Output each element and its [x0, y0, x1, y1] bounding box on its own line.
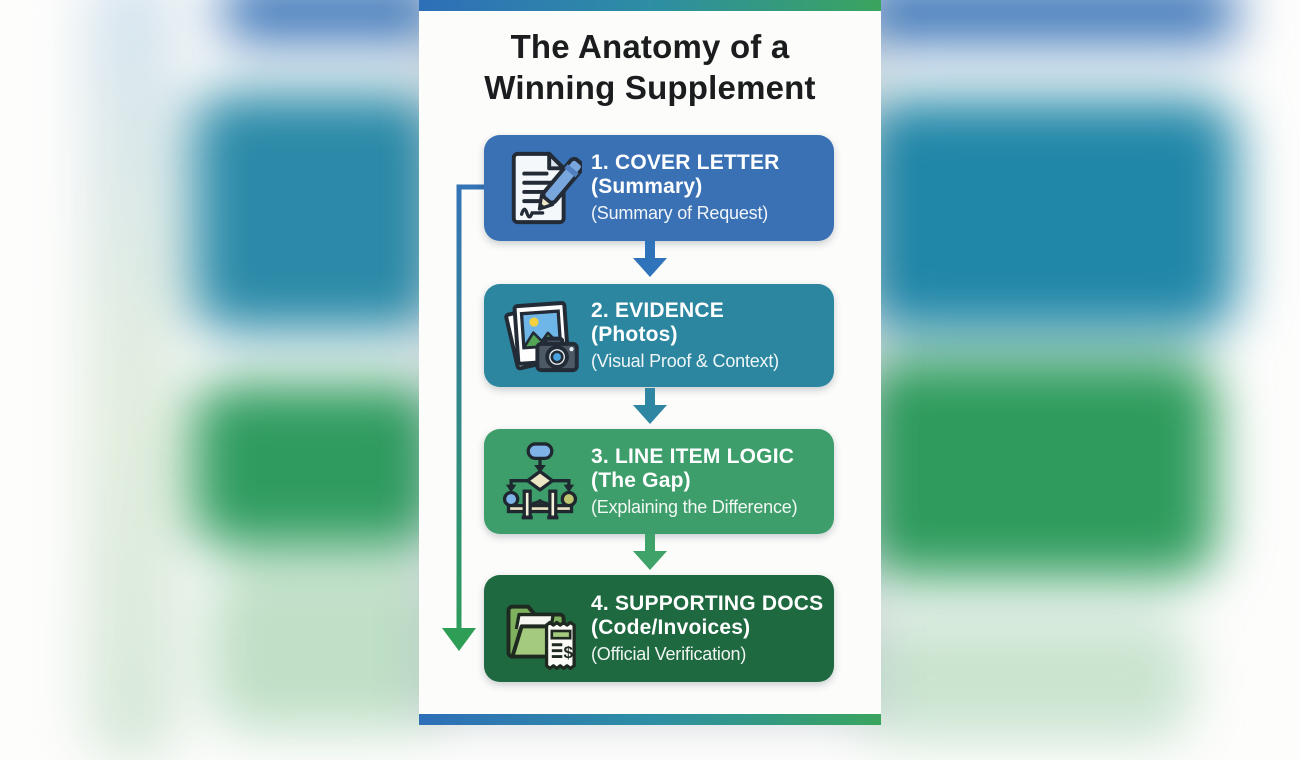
title-line-1: The Anatomy of a: [510, 28, 790, 65]
backdrop-blob-blue-top-right: [862, 0, 1234, 42]
step-subheading: (Summary): [591, 175, 703, 198]
step-description: (Visual Proof & Context): [591, 350, 779, 371]
step-description: (Explaining the Difference): [591, 496, 798, 517]
connector-arrowhead: [442, 628, 476, 651]
step-2-text: 2. EVIDENCE (Photos) (Visual Proof & Con…: [591, 299, 834, 373]
step-card-3: 3. LINE ITEM LOGIC (The Gap) (Explaining…: [484, 429, 834, 534]
document-pen-icon: [498, 146, 582, 230]
step-heading: 1. COVER LETTER: [591, 151, 780, 174]
backdrop-blob-lightgreen-bottom-left: [210, 565, 440, 730]
step-subheading: (Photos): [591, 322, 678, 346]
step-card-1: 1. COVER LETTER (Summary) (Summary of Re…: [484, 135, 834, 241]
backdrop-blob-blue-top-left: [225, 0, 437, 40]
step-card-2: 2. EVIDENCE (Photos) (Visual Proof & Con…: [484, 284, 834, 387]
backdrop-blob-teal-right: [862, 98, 1237, 333]
step-heading: 2. EVIDENCE: [591, 298, 724, 322]
top-accent-bar: [419, 0, 881, 11]
blurred-backdrop: [86, 0, 1237, 760]
document-pen-icon-svg: [511, 151, 582, 225]
step-description: (Official Verification): [591, 643, 747, 664]
step-1-text: 1. COVER LETTER (Summary) (Summary of Re…: [591, 151, 834, 225]
folder-invoice-icon: $: [498, 587, 582, 671]
backdrop-blob-green-right: [862, 358, 1217, 578]
arrow-head: [633, 551, 667, 570]
arrow-stem: [645, 241, 655, 258]
folder-invoice-icon-svg: $: [506, 604, 576, 670]
step-subheading: (Code/Invoices): [591, 615, 751, 639]
backdrop-blob-green-left: [193, 383, 438, 548]
backdrop-streak-left: [86, 0, 180, 760]
arrow-stem: [645, 534, 655, 551]
bottom-accent-bar: [419, 714, 881, 725]
flowchart-bridge-icon: [498, 440, 582, 524]
dollar-glyph: $: [563, 642, 573, 661]
step-3-text: 3. LINE ITEM LOGIC (The Gap) (Explaining…: [591, 445, 834, 519]
infographic-panel: The Anatomy of a Winning Supplement: [419, 0, 881, 725]
backdrop-blob-teal-left: [193, 92, 438, 332]
step-4-text: 4. SUPPORTING DOCS (Code/Invoices) (Offi…: [591, 592, 834, 666]
photos-camera-icon-svg: [504, 300, 579, 372]
page-title: The Anatomy of a Winning Supplement: [419, 26, 881, 108]
step-heading: 3. LINE ITEM LOGIC: [591, 444, 795, 468]
backdrop-blob-lightgreen-bottom-right: [862, 615, 1192, 740]
step-heading: 4. SUPPORTING DOCS: [591, 591, 824, 615]
flowchart-bridge-icon-svg: [502, 441, 578, 519]
title-line-2: Winning Supplement: [484, 69, 816, 106]
step-description: (Summary of Request): [591, 203, 769, 223]
arrow-head: [633, 405, 667, 424]
step-card-4: $ 4. SUPPORTING DOCS (Code/Invoices) (Of…: [484, 575, 834, 682]
arrow-head: [633, 258, 667, 277]
step-subheading: (The Gap): [591, 468, 691, 492]
arrow-stem: [645, 388, 655, 405]
photos-camera-icon: [498, 294, 582, 378]
